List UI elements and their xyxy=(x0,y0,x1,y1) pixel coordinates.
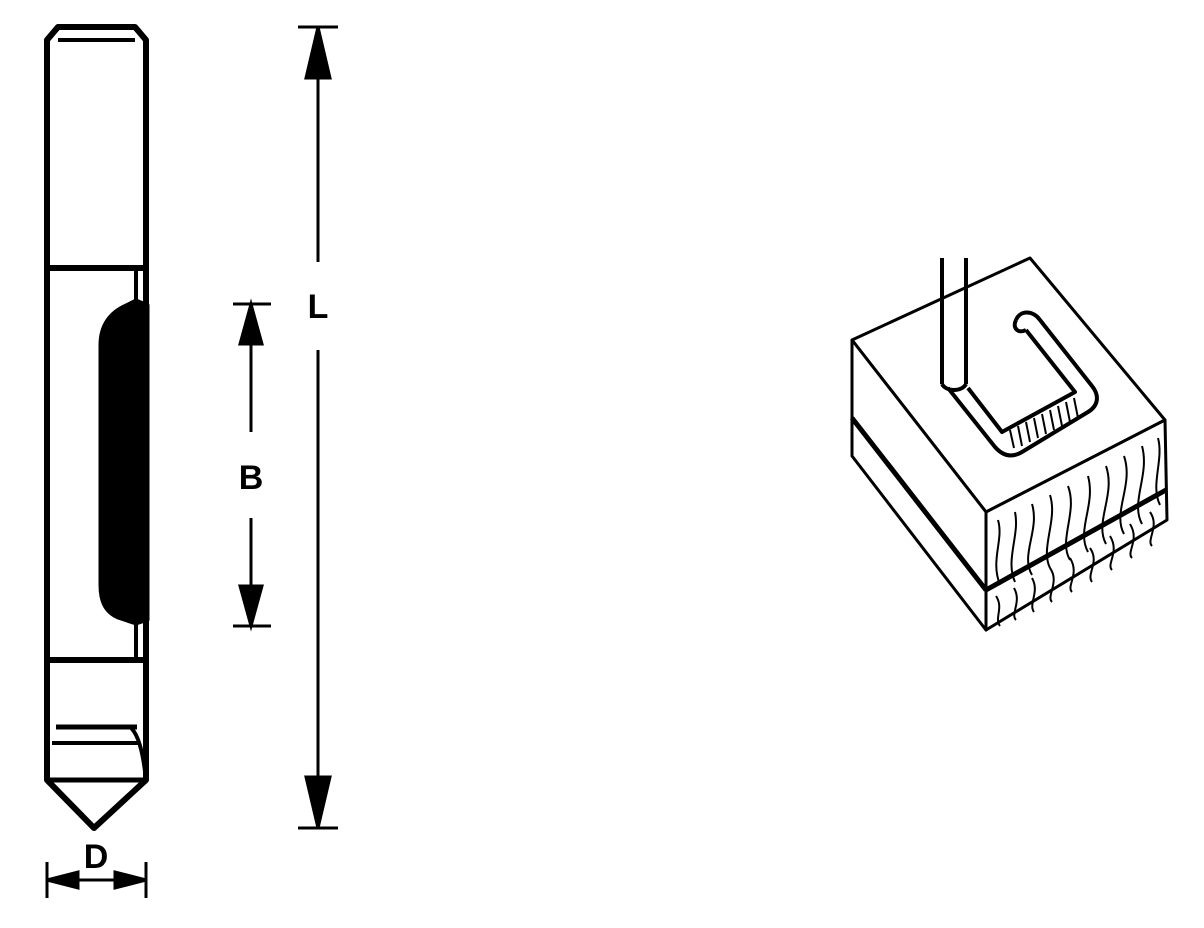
bit-shank xyxy=(44,24,149,271)
diameter-label: D xyxy=(84,838,109,876)
l-arrow-bottom xyxy=(304,775,332,829)
b-arrow-bottom xyxy=(238,584,264,632)
d-arrow-right xyxy=(113,870,147,890)
wood-grain xyxy=(995,437,1161,627)
groove-inner xyxy=(966,328,1077,434)
diameter-dimension xyxy=(45,862,148,898)
groove-hatching xyxy=(1009,397,1079,449)
wood-block-illustration xyxy=(850,256,1169,632)
length-dimension xyxy=(298,25,338,830)
block-front-face xyxy=(984,418,1169,632)
router-bit xyxy=(44,24,150,831)
l-arrow-top xyxy=(304,26,332,80)
bit-flute xyxy=(98,298,150,626)
length-label: L xyxy=(308,288,329,326)
inserted-bit xyxy=(940,258,968,392)
block-seam-left xyxy=(850,416,988,592)
groove-cut-end xyxy=(1012,319,1027,334)
d-arrow-left xyxy=(46,870,80,890)
blade-label: B xyxy=(239,459,264,497)
block-seam-front xyxy=(984,487,1168,593)
groove-outer xyxy=(946,310,1099,458)
b-arrow-top xyxy=(238,298,264,346)
tip-corner-curve xyxy=(128,725,148,781)
blade-dimension xyxy=(233,298,271,632)
